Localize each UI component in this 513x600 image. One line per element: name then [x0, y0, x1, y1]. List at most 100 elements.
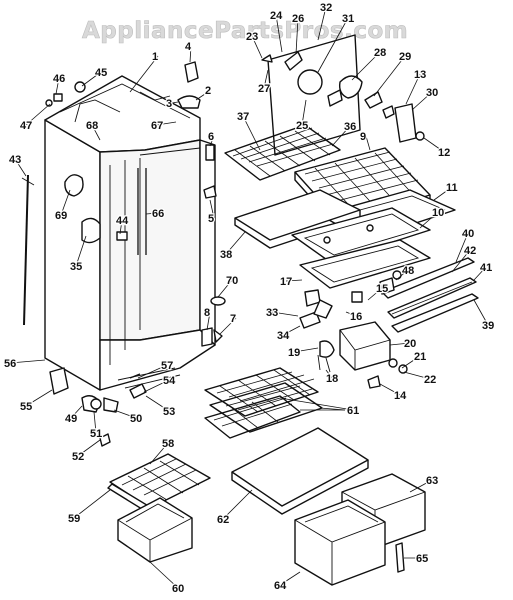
callout-54: 54 — [143, 374, 177, 393]
callout-label-48: 48 — [402, 265, 414, 277]
callout-label-28: 28 — [374, 47, 386, 59]
callout-leader-42 — [451, 249, 471, 273]
callout-leader-48 — [395, 269, 409, 281]
callout-label-14: 14 — [394, 390, 407, 402]
callout-42: 42 — [451, 244, 478, 273]
side-rod — [23, 174, 29, 326]
callout-38: 38 — [219, 231, 246, 262]
callout-label-67: 67 — [151, 120, 163, 132]
callout-49: 49 — [64, 405, 83, 426]
callout-leader-38 — [225, 231, 246, 255]
callout-16: 16 — [345, 310, 364, 324]
callout-leader-20 — [389, 342, 411, 346]
callout-leader-40 — [455, 232, 469, 263]
callout-label-44: 44 — [116, 215, 129, 227]
callout-label-29: 29 — [399, 51, 411, 63]
callout-34: 34 — [276, 325, 301, 343]
callout-66: 66 — [145, 207, 166, 221]
callout-leader-33 — [271, 311, 299, 317]
callout-label-7: 7 — [230, 313, 236, 325]
callout-label-20: 20 — [404, 338, 416, 350]
callout-label-55: 55 — [20, 401, 32, 413]
callout-2: 2 — [195, 84, 212, 101]
callout-50: 50 — [113, 409, 144, 426]
callout-label-57: 57 — [161, 360, 173, 372]
callout-label-11: 11 — [446, 182, 458, 194]
callout-label-32: 32 — [320, 2, 332, 14]
callout-leader-41 — [473, 266, 487, 281]
callout-17: 17 — [279, 275, 303, 289]
callout-leader-5 — [209, 199, 215, 219]
callout-14: 14 — [379, 383, 408, 403]
callout-5: 5 — [207, 199, 215, 226]
callout-leader-63 — [409, 479, 433, 493]
callout-6: 6 — [207, 130, 215, 147]
callout-label-64: 64 — [274, 580, 287, 592]
callout-label-33: 33 — [266, 307, 278, 319]
callout-leader-69 — [60, 189, 71, 216]
callout-22: 22 — [403, 371, 438, 387]
callout-label-58: 58 — [162, 438, 174, 450]
callout-label-40: 40 — [462, 228, 474, 240]
callout-51: 51 — [89, 411, 104, 441]
callout-43: 43 — [8, 153, 27, 177]
callout-24: 24 — [269, 9, 284, 53]
callout-leader-55 — [25, 389, 53, 407]
callout-leader-25 — [301, 99, 307, 126]
callout-label-4: 4 — [185, 41, 192, 53]
callout-leader-51 — [93, 411, 97, 434]
callout-leader-67 — [156, 121, 177, 126]
callout-label-10: 10 — [432, 207, 444, 219]
callout-leader-3 — [171, 101, 179, 104]
light-cover-part — [184, 61, 199, 83]
callout-19: 19 — [287, 346, 319, 360]
callout-label-3: 3 — [166, 98, 172, 110]
callout-leader-29 — [373, 55, 406, 97]
callout-leader-14 — [379, 383, 401, 396]
callout-leader-26 — [295, 17, 299, 55]
crisper-slide-rails — [381, 257, 479, 333]
callout-46: 46 — [52, 72, 67, 95]
callout-10: 10 — [419, 206, 446, 229]
callout-leader-6 — [209, 135, 215, 147]
callout-44: 44 — [115, 214, 130, 235]
callout-18: 18 — [325, 369, 340, 386]
hinge-pin-part — [74, 81, 86, 93]
callout-leader-10 — [419, 211, 439, 229]
callout-leader-47 — [25, 103, 51, 126]
callout-leader-31 — [317, 17, 349, 73]
callout-label-70: 70 — [226, 275, 238, 287]
callout-label-5: 5 — [208, 213, 214, 225]
callout-leader-56 — [9, 359, 46, 364]
callout-label-23: 23 — [246, 31, 258, 43]
callout-leader-60 — [149, 561, 179, 589]
callout-label-36: 36 — [344, 121, 356, 133]
callout-leader-61 — [279, 397, 354, 411]
callout-leader-39 — [473, 299, 489, 326]
callout-label-17: 17 — [280, 276, 292, 288]
callout-63: 63 — [409, 474, 440, 493]
callout-56: 56 — [3, 357, 46, 371]
callout-leader-7 — [219, 317, 237, 335]
callout-59: 59 — [67, 489, 111, 526]
callout-leader-8 — [206, 311, 211, 331]
callout-label-16: 16 — [350, 311, 362, 323]
callout-label-62: 62 — [217, 514, 229, 526]
callout-leader-4 — [189, 45, 192, 63]
callout-leader-15 — [367, 287, 383, 301]
callout-13: 13 — [405, 68, 428, 105]
callout-leader-21 — [401, 355, 421, 369]
callout-leader-18 — [325, 369, 333, 379]
callout-41: 41 — [473, 261, 494, 281]
callout-leader-12 — [423, 137, 445, 153]
callout-8: 8 — [203, 306, 211, 331]
callout-57: 57 — [137, 359, 175, 379]
callout-55: 55 — [19, 389, 53, 414]
callout-leader-17 — [285, 279, 303, 282]
callout-leader-43 — [14, 158, 27, 177]
callout-label-69: 69 — [55, 210, 67, 222]
callout-leader-35 — [75, 235, 87, 267]
callout-label-39: 39 — [482, 320, 494, 332]
callout-leader-32 — [317, 6, 327, 41]
